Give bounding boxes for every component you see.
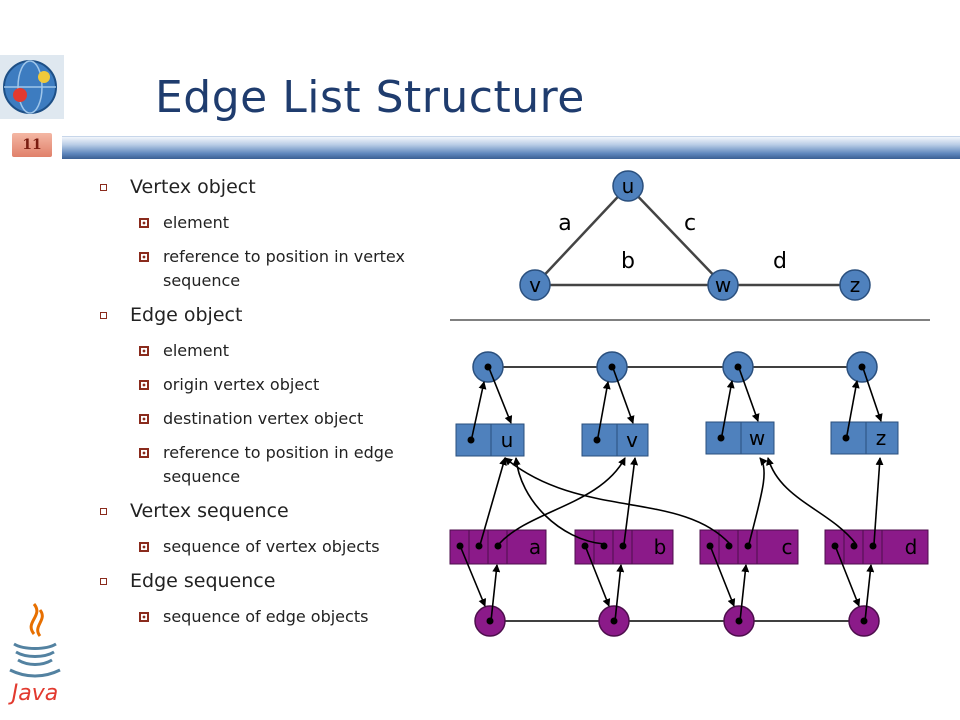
svg-text:w: w — [715, 273, 731, 297]
globe-logo-icon — [0, 55, 64, 119]
sub-bullet: sequence of edge objects — [100, 605, 450, 629]
svg-text:v: v — [529, 273, 541, 297]
bullet-edge-sequence: Edge sequence — [100, 569, 450, 593]
edge-object-b: b — [574, 529, 674, 565]
vertex-position-node — [596, 351, 628, 383]
sub-bullet: sequence of vertex objects — [100, 535, 450, 559]
bullet-list: Vertex object element reference to posit… — [100, 175, 450, 639]
vertex-object-z: z — [830, 421, 899, 455]
java-logo-icon: Java — [8, 603, 61, 706]
sub-bullet: element — [100, 339, 450, 363]
sub-bullet: destination vertex object — [100, 407, 450, 431]
slide-number: 11 — [12, 133, 52, 157]
edge-list-diagram: u v w z a b c d u — [449, 170, 930, 637]
vertex-object-u: u — [455, 423, 525, 457]
graph-vertex-z: z — [839, 269, 871, 301]
svg-text:Java: Java — [8, 681, 58, 706]
sub-bullet: element — [100, 211, 450, 235]
pointer-arrows — [460, 367, 884, 622]
edge-position-node — [474, 605, 506, 637]
svg-text:w: w — [749, 426, 765, 450]
slide-title: Edge List Structure — [155, 72, 585, 123]
vertex-position-node — [722, 351, 754, 383]
bullet-edge-object: Edge object — [100, 303, 450, 327]
graph-edge-label-c: c — [684, 211, 696, 236]
graph-vertex-u: u — [612, 170, 644, 202]
edge-position-node — [598, 605, 630, 637]
graph-vertex-v: v — [519, 269, 551, 301]
edge-object-a: a — [449, 529, 547, 565]
svg-text:u: u — [501, 428, 514, 452]
edge-position-node — [723, 605, 755, 637]
vertex-position-node — [846, 351, 878, 383]
edge-position-node — [848, 605, 880, 637]
vertex-object-v: v — [581, 423, 649, 457]
graph-edge-label-a: a — [558, 211, 571, 236]
svg-text:d: d — [905, 535, 918, 559]
title-rule — [62, 136, 960, 159]
graph-vertex-w: w — [707, 269, 739, 301]
edge-object-d: d — [824, 529, 929, 565]
graph-edge-label-d: d — [773, 249, 787, 274]
svg-text:z: z — [850, 273, 861, 297]
sub-bullet: origin vertex object — [100, 373, 450, 397]
bullet-vertex-sequence: Vertex sequence — [100, 499, 450, 523]
svg-text:u: u — [622, 174, 635, 198]
sub-bullet: reference to position in edge sequence — [100, 441, 450, 489]
svg-text:v: v — [626, 428, 638, 452]
vertex-position-node — [472, 351, 504, 383]
svg-text:a: a — [529, 535, 541, 559]
bullet-vertex-object: Vertex object — [100, 175, 450, 199]
graph — [534, 185, 855, 287]
vertex-object-w: w — [705, 421, 775, 455]
svg-text:c: c — [782, 535, 793, 559]
svg-text:z: z — [876, 426, 887, 450]
graph-edge-label-b: b — [621, 249, 635, 274]
sub-bullet: reference to position in vertex sequence — [100, 245, 450, 293]
svg-text:b: b — [654, 535, 667, 559]
